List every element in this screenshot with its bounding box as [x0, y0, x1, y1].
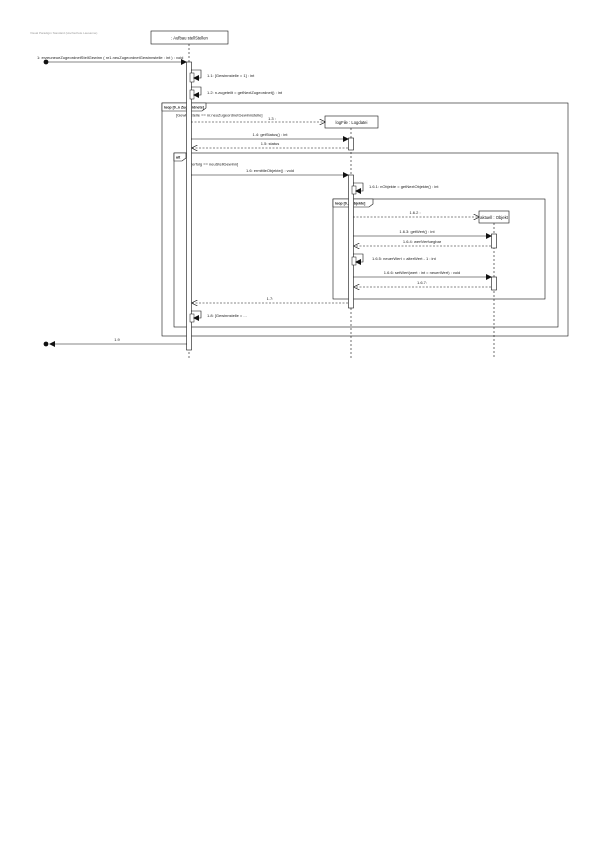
- lifeline-label-logfile: logFile : Logdatei: [336, 120, 368, 125]
- activation-logfile-2: [348, 174, 354, 309]
- activation-aufbau-main: [186, 61, 192, 351]
- message-1-label: 1: erzeuneueZugeordnetStellGewinn ( nr1.…: [37, 55, 183, 60]
- message-1-5-label: 1.5: status: [261, 141, 279, 146]
- message-1-6-5-arrow[interactable]: [353, 253, 364, 265]
- message-1-6-1-arrow[interactable]: [353, 182, 364, 194]
- frame-loop-outer: [161, 102, 569, 337]
- lost-message-end: [43, 341, 49, 347]
- message-1-6-4-label: 1.6.4: wertVerfuegbar: [403, 239, 442, 244]
- message-1-6-3-label: 1.6.3: getWert() : int: [399, 229, 435, 234]
- message-1-6-2-label: 1.6.2 :: [409, 210, 420, 215]
- activation-logfile-self-2: [351, 256, 357, 266]
- message-1-1-label: 1.1: [Gewinnstelle = 1] : int: [207, 73, 255, 78]
- activation-aktuell-2: [491, 276, 497, 291]
- message-1-4-label: 1.4: getStatus() : int: [253, 132, 289, 137]
- message-1-6-5-label: 1.6.5: neuerWert = alterWert - 1 : int: [372, 256, 437, 261]
- message-1-3-label: 1.3 :: [268, 116, 276, 121]
- message-1-7-label: 1.7:: [267, 296, 274, 301]
- header-note: Visual Paradigm Standard (Hochschule Lau…: [30, 31, 97, 35]
- frame-alt-tag: [173, 152, 187, 162]
- message-1-2-label: 1.2: n.zugeteilt = getNextZugeordnet() :…: [207, 90, 283, 95]
- lifeline-label-aufbaustellstellen: : Aufbau stellStellen: [171, 36, 208, 41]
- lifeline-head-aufbaustellstellen[interactable]: [150, 30, 229, 45]
- message-1-6-7-label: 1.6.7:: [417, 280, 427, 285]
- message-1-1-arrow[interactable]: [191, 69, 202, 81]
- frame-loop-outer-guard: [Gewinnstelle == nr.neuZugeordnetGewinns…: [176, 113, 263, 118]
- frame-alt-label: alt: [176, 156, 181, 160]
- frame-loop-outer-tag: [161, 102, 207, 112]
- activation-aufbau-self-1: [189, 72, 195, 83]
- frame-loop-outer-label: loop [0..n Zugeordnete]: [164, 106, 204, 110]
- message-1-8-arrow[interactable]: [191, 310, 202, 321]
- activation-aktuell-1: [491, 233, 497, 249]
- lifeline-label-aktuell: aktuell : Objekt: [480, 215, 509, 220]
- message-1-6-6-label: 1.6.6: setWert(wert : int = neuerWert) :…: [384, 270, 460, 275]
- message-1-8-label: 1.8: [Gewinnstelle = ...: [207, 313, 247, 318]
- message-1-2-arrow[interactable]: [191, 86, 202, 98]
- message-1-9-label: 1.9: [114, 337, 120, 342]
- frame-alt: [173, 152, 559, 328]
- message-1-6-1-label: 1.6.1: nObjekte = getNextObjekte() : int: [369, 184, 439, 189]
- activation-logfile-self-1: [351, 185, 357, 195]
- activation-aufbau-self-3: [189, 313, 195, 323]
- frame-loop-inner: [332, 198, 546, 300]
- activation-logfile-1: [348, 137, 354, 151]
- activation-aufbau-self-2: [189, 89, 195, 100]
- message-1-6-label: 1.6: ermittleObjekte() : void: [246, 168, 294, 173]
- frame-alt-guard: [erfolg == neuStellGewinn]: [191, 162, 238, 167]
